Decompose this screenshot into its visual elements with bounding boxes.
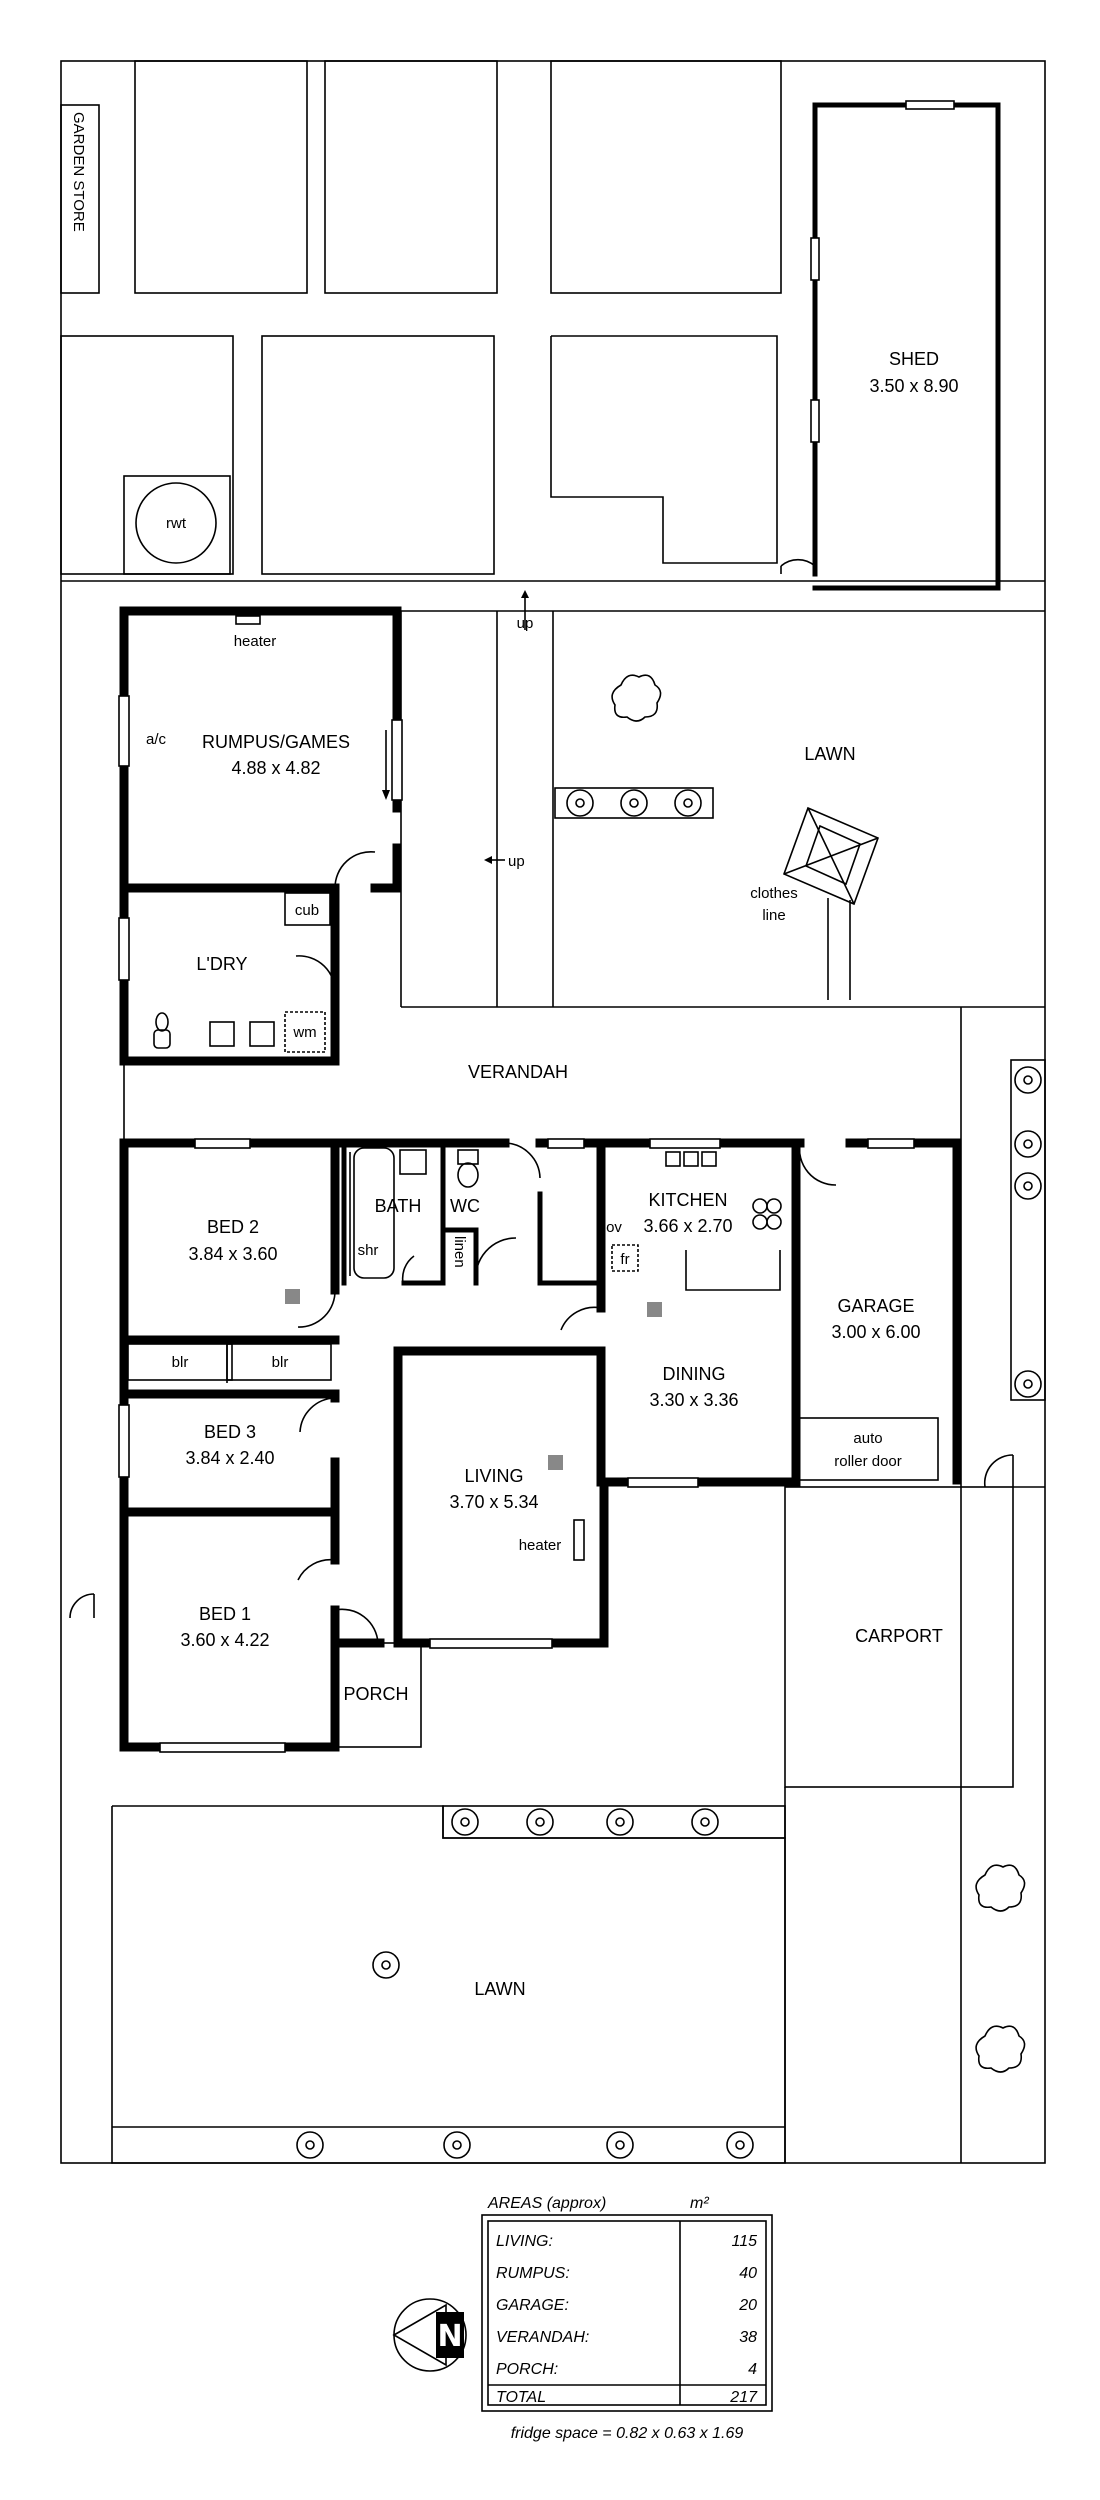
area-row-label-3: VERANDAH: [496, 2329, 589, 2346]
up-label-1: up [517, 615, 534, 632]
bed1-name: BED 1 [199, 1604, 251, 1624]
shrub-icons-side [1014, 1066, 1042, 1398]
ac-label: a/c [146, 731, 167, 748]
areas-table: AREAS (approx) m² LIVING: 115 RUMPUS: 40… [481, 2195, 773, 2412]
living-name: LIVING [464, 1466, 523, 1486]
kitchen-dim: 3.66 x 2.70 [643, 1216, 732, 1236]
up-label-2: up [508, 853, 525, 870]
tree-icons-side [975, 1864, 1026, 2073]
blr-label-2: blr [272, 1354, 289, 1371]
shrub-row-bottom-top [442, 1805, 786, 1839]
compass-letter: N [437, 2319, 462, 2354]
rumpus-dim: 4.88 x 4.82 [231, 758, 320, 778]
bed3-name: BED 3 [204, 1422, 256, 1442]
area-row-label-0: LIVING: [496, 2233, 553, 2250]
shr-label: shr [358, 1242, 379, 1259]
bed2-name: BED 2 [207, 1217, 259, 1237]
shed: SHED 3.50 x 8.90 [780, 100, 1001, 591]
areas-header: AREAS (approx) [487, 2195, 606, 2212]
lawn-top-label: LAWN [804, 744, 855, 764]
area-row-value-3: 38 [739, 2329, 757, 2346]
ov-label: ov [606, 1219, 622, 1236]
lawn-bottom-border [111, 1805, 786, 2164]
dining-name: DINING [663, 1364, 726, 1384]
bath-label: BATH [375, 1196, 422, 1216]
garage-dim: 3.00 x 6.00 [831, 1322, 920, 1342]
fridge-note: fridge space = 0.82 x 0.63 x 1.69 [511, 2425, 744, 2442]
auto-roller-door-box [797, 1417, 939, 1481]
rumpus-wing [118, 606, 403, 1066]
heater-label-living: heater [519, 1537, 562, 1554]
area-total-value: 217 [729, 2389, 758, 2406]
wm-label: wm [292, 1024, 316, 1041]
area-row-value-2: 20 [738, 2297, 757, 2314]
shrub-icons-bottom [296, 1808, 754, 2159]
shrub-row-top [554, 787, 714, 819]
kitchen-name: KITCHEN [648, 1190, 727, 1210]
fr-label: fr [620, 1251, 629, 1268]
clothes-line-label-1: clothes [750, 885, 798, 902]
rumpus-name: RUMPUS/GAMES [202, 732, 350, 752]
heater-label-rumpus: heater [234, 633, 277, 650]
shrub-icons-top [566, 789, 702, 817]
tree-icon [611, 674, 662, 722]
garden-beds-top [60, 60, 782, 575]
garden-store-box [60, 104, 100, 294]
main-house [118, 1138, 962, 1753]
bed2-dim: 3.84 x 3.60 [188, 1244, 277, 1264]
auto-roller-label-1: auto [853, 1430, 882, 1447]
shed-name: SHED [889, 349, 939, 369]
cub-label: cub [295, 902, 319, 919]
area-row-value-0: 115 [731, 2233, 757, 2250]
area-row-label-2: GARAGE: [496, 2297, 569, 2314]
lawn-bottom-label: LAWN [474, 1979, 525, 1999]
clothes-line-label-2: line [762, 907, 785, 924]
rwt-label: rwt [166, 515, 187, 532]
rainwater-tank-icon [135, 482, 217, 564]
garage-name: GARAGE [837, 1296, 914, 1316]
dining-dim: 3.30 x 3.36 [649, 1390, 738, 1410]
porch-label: PORCH [343, 1684, 408, 1704]
bed1-dim: 3.60 x 4.22 [180, 1630, 269, 1650]
living-dim: 3.70 x 5.34 [449, 1492, 538, 1512]
verandah-label: VERANDAH [468, 1062, 568, 1082]
clothes-line-icon [782, 806, 880, 1000]
porch-box [334, 1642, 422, 1748]
wc-label: WC [450, 1196, 480, 1216]
compass-icon: N [392, 2298, 467, 2372]
area-row-value-1: 40 [739, 2265, 757, 2282]
linen-label: linen [451, 1236, 468, 1268]
garden-store-label: GARDEN STORE [70, 112, 87, 232]
areas-unit: m² [690, 2195, 709, 2212]
shrub-row-side [1010, 1059, 1046, 1401]
rwt-box [123, 475, 231, 575]
area-total-label: TOTAL [496, 2389, 546, 2406]
area-row-value-4: 4 [748, 2361, 757, 2378]
carport-label: CARPORT [855, 1626, 943, 1646]
laundry-name: L'DRY [196, 954, 247, 974]
bed3-dim: 3.84 x 2.40 [185, 1448, 274, 1468]
carport-box [784, 1486, 1014, 1788]
area-row-label-4: PORCH: [496, 2361, 558, 2378]
shed-dim: 3.50 x 8.90 [869, 376, 958, 396]
auto-roller-label-2: roller door [834, 1453, 902, 1470]
area-row-label-1: RUMPUS: [496, 2265, 570, 2282]
blr-label-1: blr [172, 1354, 189, 1371]
